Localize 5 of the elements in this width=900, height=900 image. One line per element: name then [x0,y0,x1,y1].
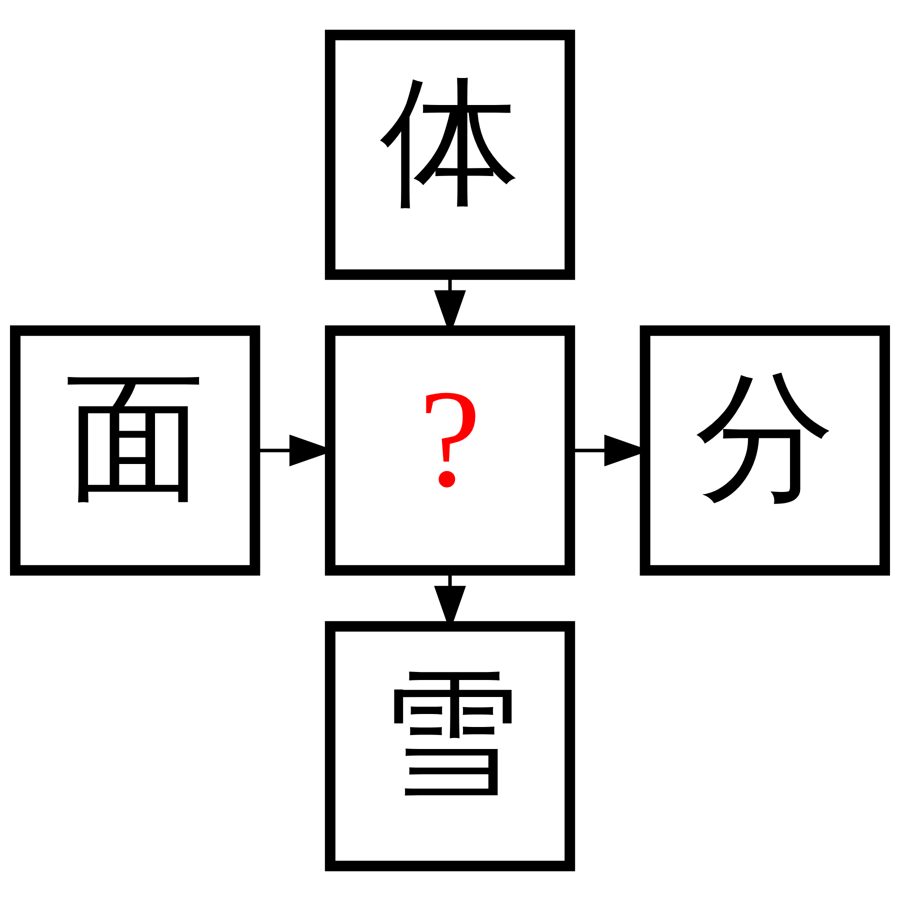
node-box: 面 [10,324,260,576]
node-box: ? [324,324,576,576]
node-box: 分 [640,324,890,576]
node-box: 体 [324,29,576,280]
node-box: 雪 [324,620,576,871]
